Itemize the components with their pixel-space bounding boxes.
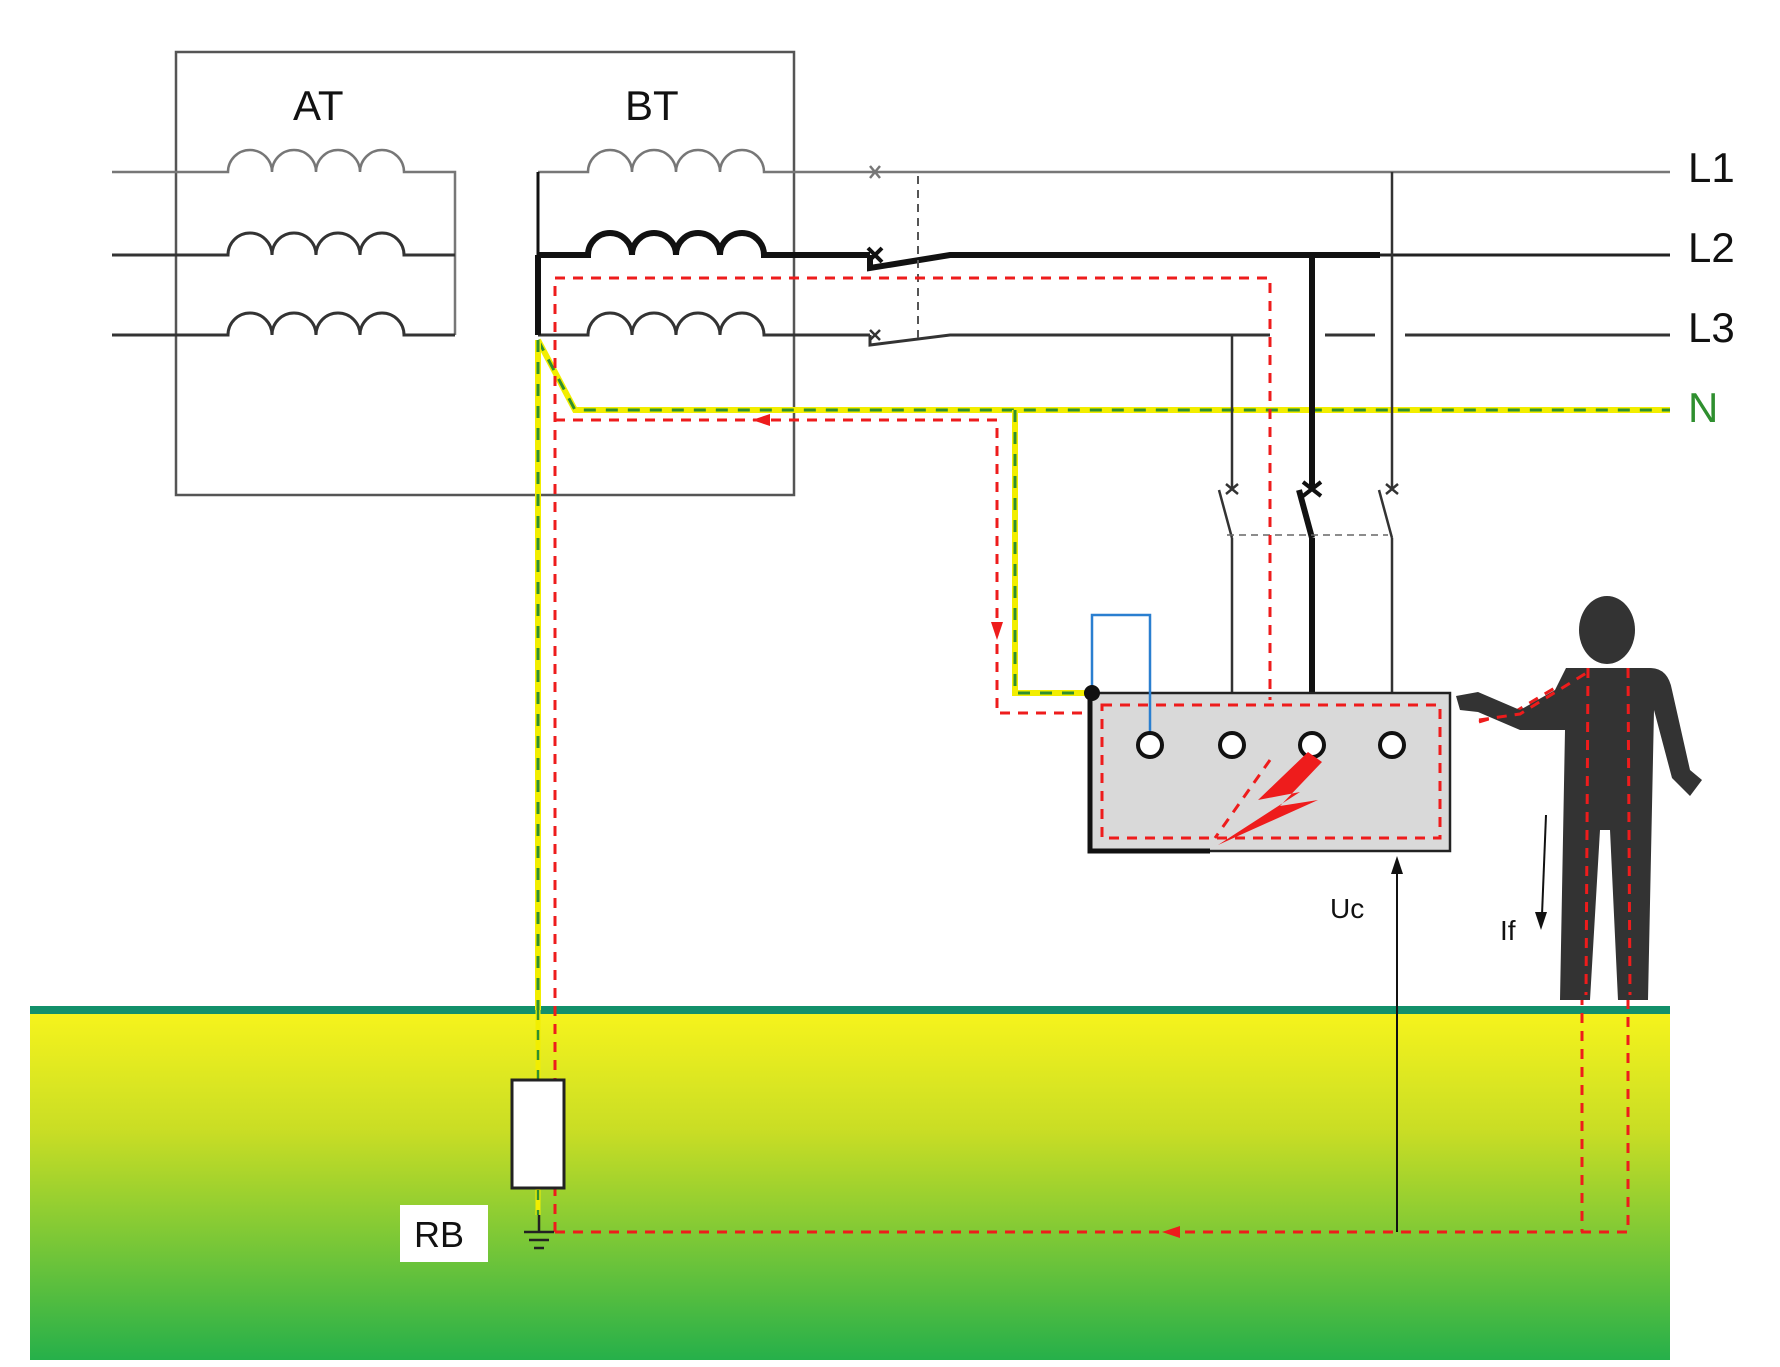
high-voltage-label: AT	[293, 82, 344, 129]
branch-breaker	[1217, 172, 1399, 745]
person-icon	[1456, 596, 1702, 1000]
secondary-windings	[535, 148, 870, 337]
phase-lines	[1325, 253, 1670, 337]
neutral-conductor	[535, 338, 1670, 1215]
earth-resistance-label: RB	[414, 1214, 464, 1255]
flow-arrow-up-icon	[991, 622, 1003, 640]
low-voltage-label: BT	[625, 82, 679, 129]
bonding-link	[1090, 613, 1152, 745]
earth-resistance-tag: RB	[400, 1205, 488, 1262]
ground-soil	[30, 1006, 1670, 1360]
contact-voltage-arrow	[1391, 856, 1403, 1232]
fault-current-label: If	[1500, 915, 1516, 946]
phase3-label: L3	[1688, 304, 1735, 351]
main-breaker	[866, 165, 1670, 347]
flow-arrow-left-icon	[752, 414, 770, 426]
neutral-label: N	[1688, 384, 1718, 431]
phase1-label: L1	[1688, 144, 1735, 191]
body-current-path	[1478, 667, 1632, 996]
fault-current-arrow	[1535, 814, 1547, 930]
equipment-enclosure	[1084, 613, 1452, 854]
fault-spark-icon	[1218, 752, 1322, 845]
earth-electrode	[510, 1078, 566, 1250]
transformer: AT BT	[112, 50, 870, 497]
flow-arrow-left-ground-icon	[1162, 1226, 1180, 1238]
earth-terminal-node	[1084, 685, 1100, 701]
contact-voltage-label: Uc	[1330, 893, 1364, 924]
phase2-label: L2	[1688, 224, 1735, 271]
primary-windings	[112, 148, 457, 337]
